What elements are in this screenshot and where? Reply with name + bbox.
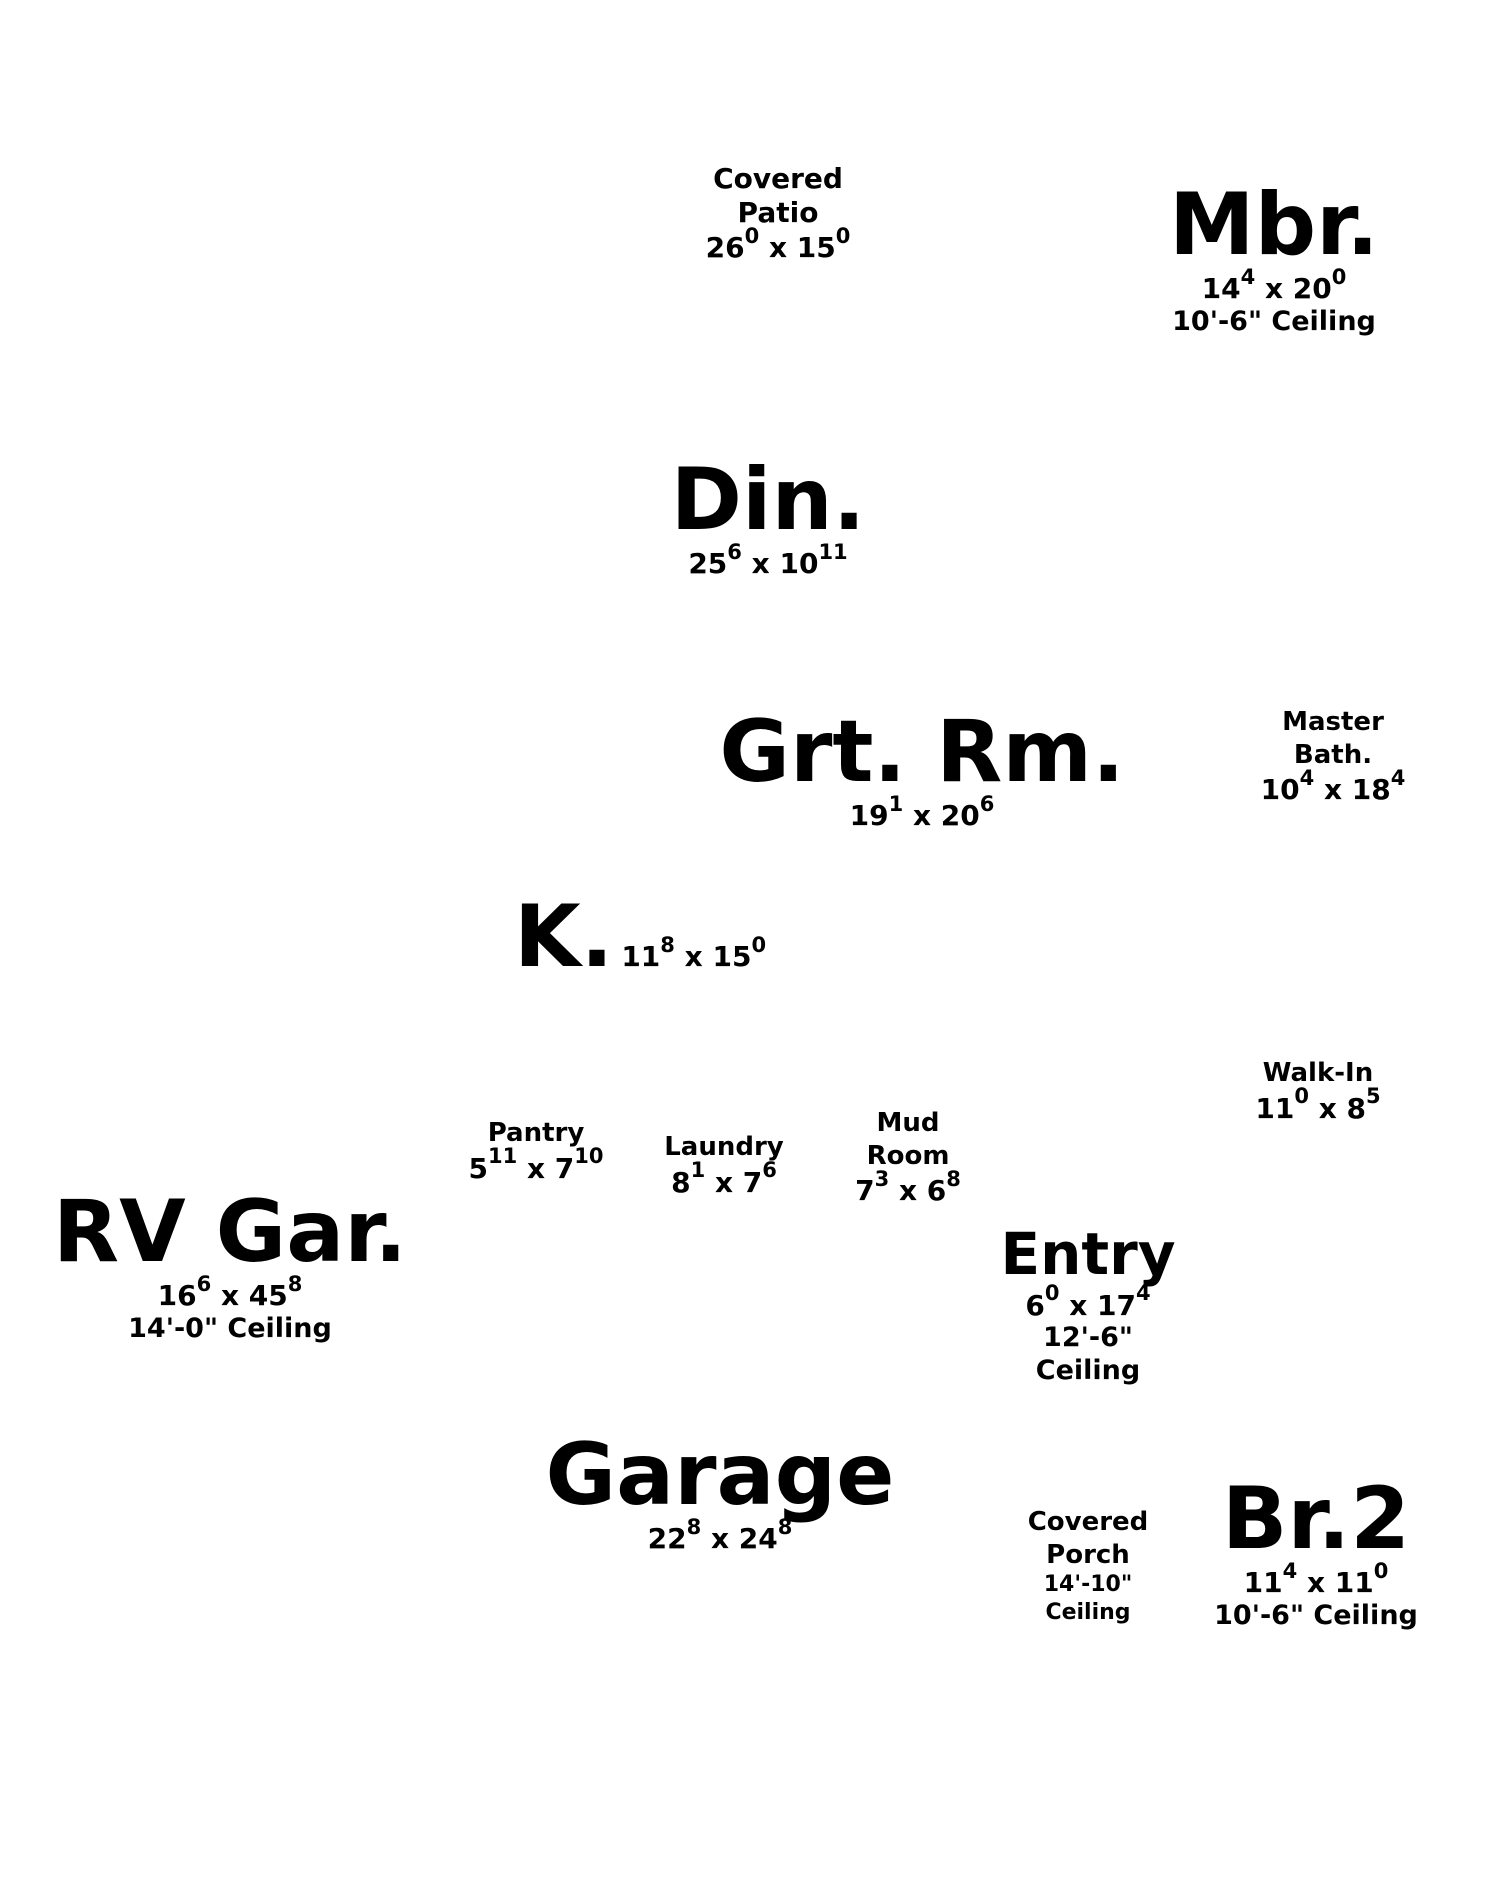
room-covered-patio: Covered Patio 260 x 150	[706, 162, 851, 265]
ceiling-note: 14'-0" Ceiling	[128, 1312, 332, 1344]
room-garage: Garage 228 x 248	[546, 1430, 895, 1556]
ceiling-note: Ceiling	[1045, 1599, 1131, 1625]
room-bedroom-2: Br.2 114 x 110 10'-6" Ceiling	[1214, 1474, 1418, 1632]
room-name: Br.2	[1221, 1469, 1411, 1569]
room-dimensions: 511 x 710	[468, 1144, 604, 1185]
room-name: Patio	[737, 195, 819, 229]
room-name: Grt. Rm.	[719, 702, 1125, 802]
room-kitchen: K.118 x 150	[514, 892, 766, 982]
room-name: Room	[866, 1140, 950, 1171]
room-dimensions: 114 x 110	[1243, 1558, 1389, 1600]
room-dimensions: 256 x 1011	[688, 539, 848, 581]
room-name: RV Gar.	[52, 1182, 408, 1282]
room-master-bath: Master Bath. 104 x 184	[1261, 706, 1406, 807]
ceiling-note: 12'-6"	[1043, 1322, 1133, 1354]
room-laundry: Laundry 81 x 76	[664, 1131, 784, 1199]
room-covered-porch: Covered Porch 14'-10" Ceiling	[1028, 1506, 1149, 1626]
room-name: Garage	[545, 1425, 895, 1525]
room-great-room: Grt. Rm. 191 x 206	[719, 707, 1124, 833]
room-dimensions: 118 x 150	[621, 932, 767, 973]
ceiling-note: 10'-6" Ceiling	[1172, 305, 1376, 337]
room-name: Laundry	[664, 1132, 784, 1162]
room-dimensions: 110 x 85	[1255, 1084, 1381, 1125]
room-dimensions: 166 x 458	[157, 1271, 303, 1313]
ceiling-note: Ceiling	[1035, 1354, 1141, 1386]
room-dining: Din. 256 x 1011	[671, 455, 866, 581]
room-master-bedroom: Mbr. 144 x 200 10'-6" Ceiling	[1169, 180, 1379, 338]
ceiling-note: 14'-10"	[1043, 1572, 1133, 1597]
room-name: Bath.	[1293, 739, 1373, 770]
room-entry: Entry 60 x 174 12'-6" Ceiling	[1000, 1220, 1176, 1387]
room-dimensions: 104 x 184	[1260, 765, 1406, 806]
room-rv-garage: RV Gar. 166 x 458 14'-0" Ceiling	[53, 1187, 407, 1345]
room-dimensions: 73 x 68	[855, 1166, 961, 1207]
room-name: Pantry	[487, 1118, 585, 1148]
room-pantry: Pantry 511 x 710	[469, 1117, 604, 1185]
ceiling-note: 10'-6" Ceiling	[1214, 1599, 1418, 1631]
room-name: Covered	[1027, 1507, 1149, 1537]
room-mud-room: Mud Room 73 x 68	[855, 1107, 961, 1208]
room-dimensions: 144 x 200	[1201, 264, 1347, 306]
room-name: Mbr.	[1169, 175, 1379, 275]
room-dimensions: 260 x 150	[705, 223, 851, 265]
room-name: Entry	[1000, 1220, 1176, 1288]
room-dimensions: 191 x 206	[849, 791, 995, 833]
room-name: Walk-In	[1262, 1058, 1374, 1088]
room-dimensions: 60 x 174	[1025, 1281, 1151, 1322]
room-dimensions: 228 x 248	[647, 1514, 793, 1556]
room-name: Master	[1282, 707, 1384, 737]
room-name: Din.	[670, 450, 866, 550]
room-name: Mud	[876, 1108, 940, 1138]
room-name: Covered	[713, 162, 843, 195]
room-name: Porch	[1046, 1539, 1130, 1570]
room-walk-in: Walk-In 110 x 85	[1255, 1057, 1380, 1125]
room-dimensions: 81 x 76	[671, 1158, 777, 1199]
room-name: K.	[514, 887, 614, 987]
